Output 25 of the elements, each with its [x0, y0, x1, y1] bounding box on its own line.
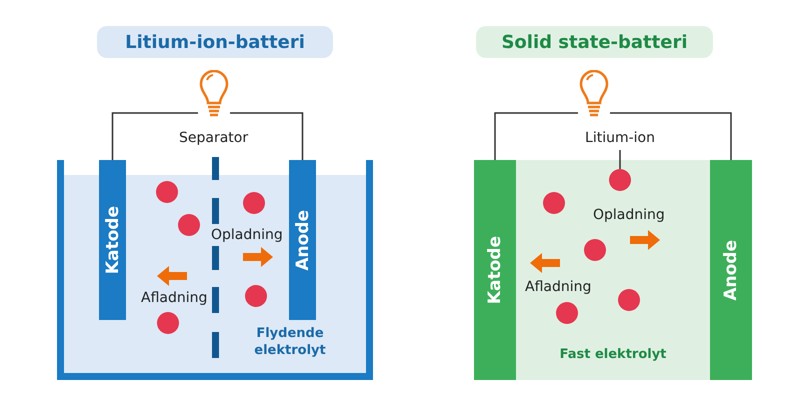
lithium-ion-dot [609, 169, 631, 191]
title-banner: Litium-ion-batteri [97, 26, 333, 58]
caption-text: Opladning [593, 207, 665, 223]
electrode-label: Katode [485, 236, 505, 304]
ion-label: Litium-ion [578, 130, 662, 150]
cathode-plate [474, 160, 516, 380]
electrode-label: Anode [721, 240, 741, 300]
wire [112, 112, 198, 160]
anode-plate [710, 160, 752, 380]
electrode-label: Katode [102, 206, 122, 274]
electrolyte-label: Fast elektrolyt [558, 346, 668, 363]
wire [494, 112, 578, 160]
leader-line [619, 150, 621, 169]
wire [230, 112, 304, 160]
caption-text: Afladning [141, 290, 208, 306]
caption-text: Separator [179, 130, 248, 146]
title-banner: Solid state-batteri [476, 26, 713, 58]
electrode-label: Anode [292, 210, 312, 270]
electrolyte-label: Flydende elektrolyt [253, 325, 327, 359]
caption-text: Opladning [211, 227, 283, 243]
cathode-plate [99, 160, 126, 320]
wire [610, 112, 732, 160]
solid-electrolyte-block [516, 160, 710, 380]
anode-plate [289, 160, 316, 320]
liquid-electrolyte-tank [57, 160, 373, 380]
